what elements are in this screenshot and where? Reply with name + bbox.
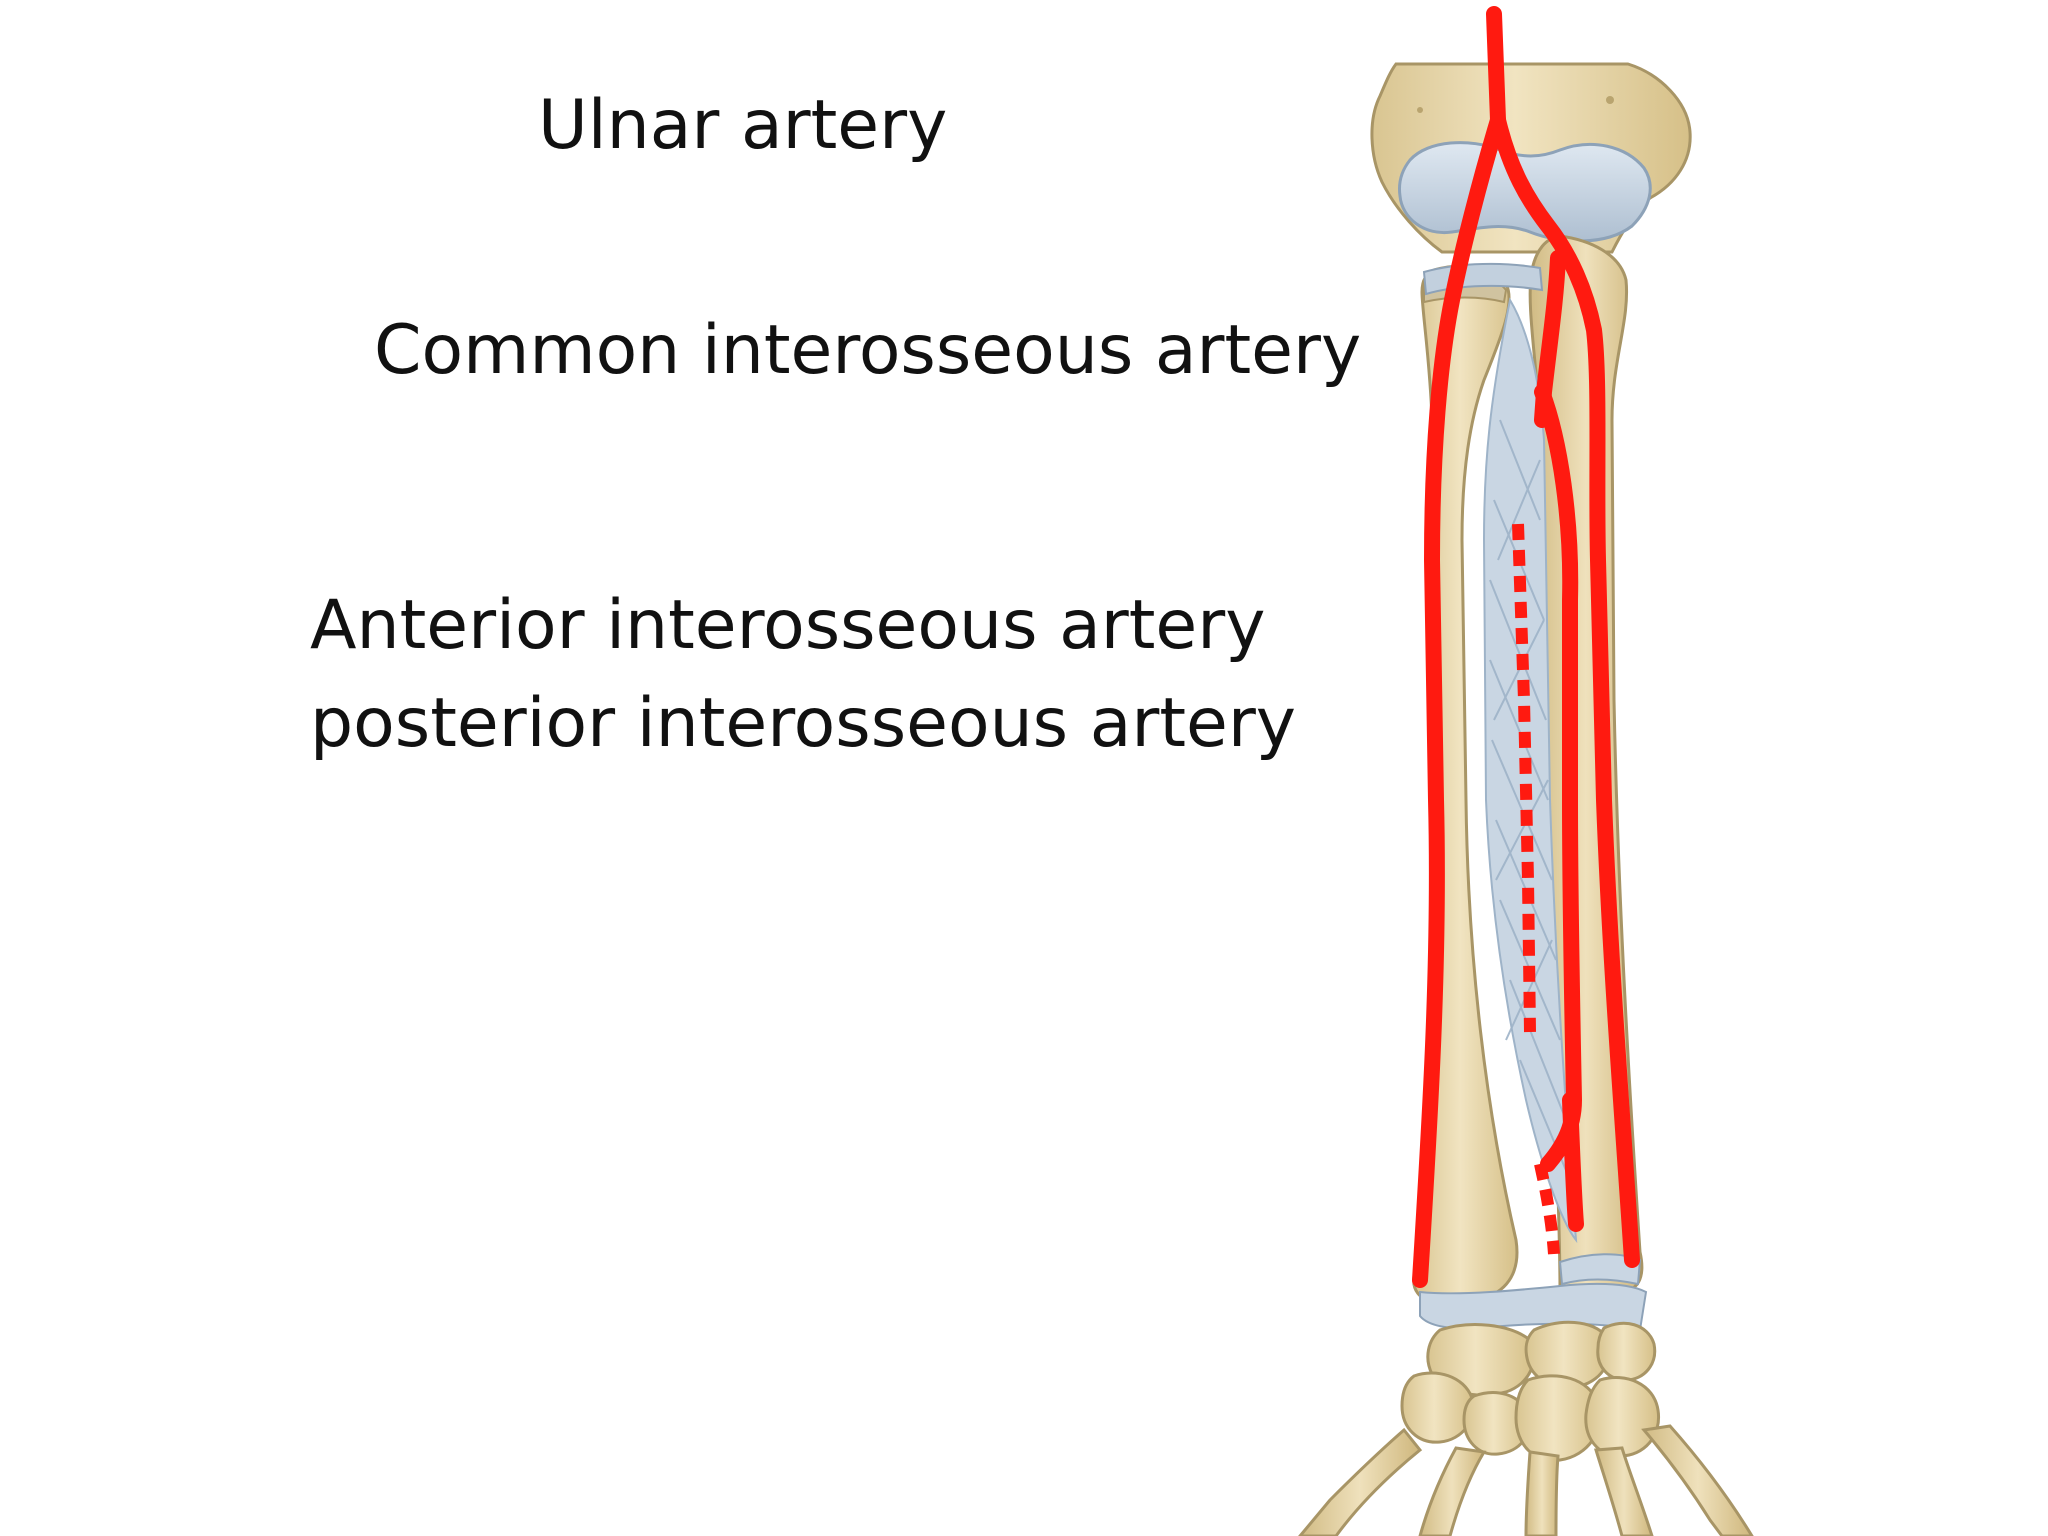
wrist-ligaments	[1419, 1253, 1648, 1332]
carpal-bones	[1400, 1320, 1661, 1462]
anterior-interosseous-distal-line	[1562, 1092, 1584, 1232]
label-ulnar-artery: Ulnar artery	[538, 86, 948, 165]
artery-tracings	[1412, 6, 1640, 1288]
posterior-interosseous-dashed	[1512, 523, 1560, 1255]
ulnar-artery-line	[1490, 112, 1640, 1268]
label-posterior-interosseous-artery: posterior interosseous artery	[310, 684, 1297, 763]
metacarpal-bones	[1298, 1424, 1754, 1536]
brachial-artery-line	[1486, 6, 1506, 128]
label-anterior-interosseous-artery: Anterior interosseous artery	[310, 586, 1266, 665]
label-common-interosseous-artery: Common interosseous artery	[374, 311, 1362, 390]
radial-artery-line	[1412, 112, 1506, 1288]
